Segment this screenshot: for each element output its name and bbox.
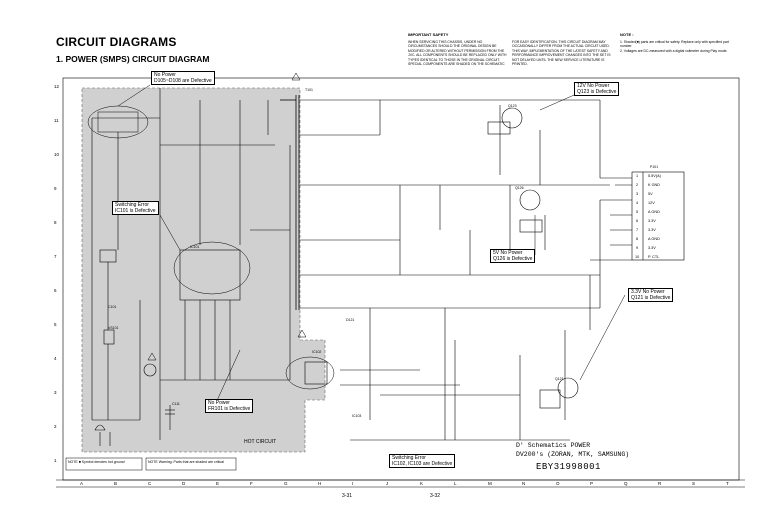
column-letter: C <box>148 481 152 486</box>
label-c101: C101 <box>108 305 117 309</box>
row-number: 3 <box>54 390 57 395</box>
row-number: 8 <box>54 220 57 225</box>
label-vs101: VS101 <box>108 326 119 330</box>
column-letter: G <box>284 481 288 486</box>
diagram-subtitle: 1. POWER (SMPS) CIRCUIT DIAGRAM <box>56 54 210 64</box>
column-letter: J <box>386 481 389 486</box>
callout-fr101: No Power FR101 is Defective <box>205 399 254 413</box>
column-letter: L <box>454 481 457 486</box>
note-heading: NOTE : <box>620 32 634 37</box>
column-letter: D <box>182 481 186 486</box>
row-number: 4 <box>54 356 57 361</box>
connector-p101 <box>631 171 685 261</box>
connector-signal: 5.5V(A) <box>648 174 661 178</box>
connector-pin: 1 <box>636 174 639 178</box>
connector-signal: 3.3V <box>648 228 656 232</box>
row-number: 9 <box>54 186 57 191</box>
connector-pin: 9 <box>636 246 639 250</box>
column-letter: A <box>80 481 84 486</box>
page-number-left: 3-31 <box>342 493 353 499</box>
row-number: 12 <box>54 84 60 89</box>
hot-circuit-area <box>81 87 326 453</box>
safety-heading: IMPORTANT SAFETY <box>408 32 449 37</box>
label-ic102: IC102 <box>312 350 322 354</box>
column-letter: H <box>318 481 322 486</box>
page-title: CIRCUIT DIAGRAMS <box>56 35 177 49</box>
hot-circuit-label: HOT CIRCUIT <box>244 439 277 445</box>
column-letter: N <box>522 481 526 486</box>
column-letter: S <box>692 481 696 486</box>
connector-signal: 3.3V <box>648 219 656 223</box>
connector-pin: 3 <box>636 192 639 196</box>
connector-signal: 12V <box>648 201 655 205</box>
column-letter: F <box>250 481 253 486</box>
legend-box-2 <box>145 457 237 471</box>
connector-pin: 10 <box>635 255 640 259</box>
callout-ic101: Switching Error IC101 is Defective <box>112 201 159 215</box>
legend-text-2: NOTE Warning: Parts that are shaded are … <box>148 460 224 464</box>
column-letter: B <box>114 481 118 486</box>
row-number: 2 <box>54 424 57 429</box>
connector-signal: K GND <box>648 183 661 187</box>
column-letter: P <box>590 481 594 486</box>
label-q123: Q123 <box>508 104 517 108</box>
callout-leaders <box>87 84 626 406</box>
label-q126: Q126 <box>515 186 524 190</box>
column-letter: E <box>216 481 220 486</box>
callout-q121: 3.3V No Power Q121 is Defective <box>628 288 674 302</box>
connector-pin: 5 <box>636 210 639 214</box>
callout-d105-d108: No Power D105~D108 are Defective <box>151 71 215 85</box>
warning-triangles <box>147 72 307 361</box>
row-number: 6 <box>54 288 57 293</box>
safety-text: WHEN SERVICING THIS CHASSIS, UNDER NO CI… <box>408 40 507 67</box>
connector-pin: 6 <box>636 219 639 223</box>
column-letter: R <box>658 481 662 486</box>
column-letter: M <box>488 481 492 486</box>
column-letter: O <box>556 481 560 486</box>
note-text: 1. Shaded(■) parts are critical for safe… <box>620 40 729 53</box>
label-q121: Q121 <box>555 377 564 381</box>
primary-circuit <box>91 88 291 446</box>
secondary-circuit <box>300 99 632 441</box>
row-number: 7 <box>54 254 57 259</box>
label-p101: P101 <box>650 165 659 169</box>
label-t101: T101 <box>305 88 313 92</box>
legend-box-1 <box>65 457 143 471</box>
column-letter: K <box>420 481 424 486</box>
label-c111: C111 <box>172 402 180 406</box>
label-ic103: IC103 <box>352 414 362 418</box>
callout-q126: 5V No Power Q126 is Defective <box>490 249 536 263</box>
page-number-right: 3-32 <box>430 493 441 499</box>
callout-ic102-ic103: Switching Error IC102, IC103 are Defecti… <box>389 454 456 468</box>
row-number: 1 <box>54 458 57 463</box>
connector-signal: A GND <box>648 237 660 241</box>
schematic-caption: D' Schematics POWER DV200's (ZORAN, MTK,… <box>516 442 630 458</box>
connector-pin: 2 <box>636 183 639 187</box>
identification-text: FOR EASY IDENTIFICATION. THIS CIRCUIT DI… <box>512 40 611 67</box>
column-letter: I <box>352 481 354 486</box>
connector-pin: 7 <box>636 228 639 232</box>
row-number: 10 <box>54 152 60 157</box>
label-ic101: IC101 <box>190 245 200 249</box>
connector-pin: 4 <box>636 201 639 205</box>
connector-pin: 8 <box>636 237 639 241</box>
connector-signal: A GND <box>648 210 660 214</box>
callout-q123: 12V No Power Q123 is Defective <box>574 82 620 96</box>
column-letter: T <box>726 481 729 486</box>
label-d121: D121 <box>346 318 355 322</box>
transformer-t101 <box>280 95 300 310</box>
row-number: 5 <box>54 322 57 327</box>
connector-signal: 3.3V <box>648 246 656 250</box>
connector-signal: 5V <box>648 192 653 196</box>
connector-signal: P. CTL <box>648 255 660 259</box>
column-letter: Q <box>624 481 628 486</box>
row-number: 11 <box>54 118 59 123</box>
schematic-code: EBY31998001 <box>536 462 601 472</box>
legend-text-1: NOTE ■ Symbol denotes hot ground <box>68 460 125 464</box>
